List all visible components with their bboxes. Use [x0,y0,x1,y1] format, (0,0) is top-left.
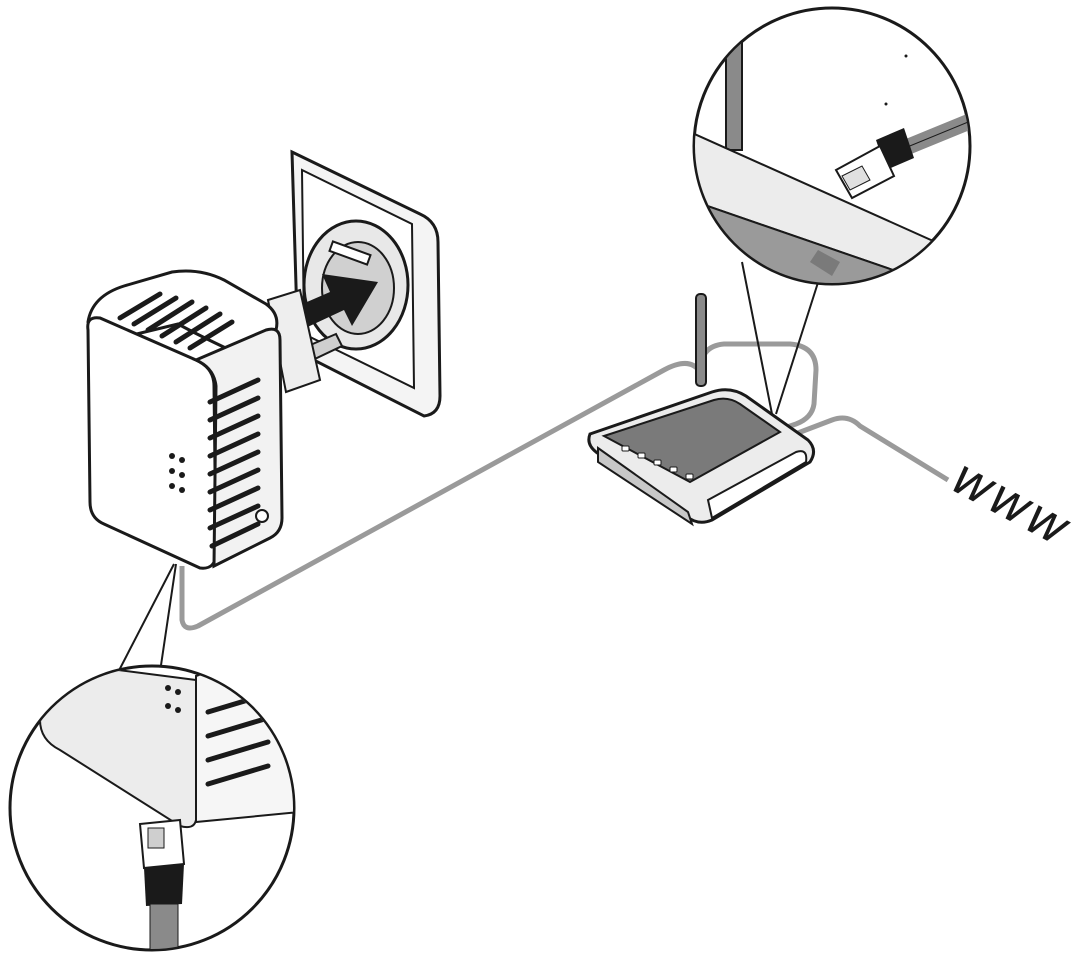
ethernet-cable-router-internet [697,341,950,483]
router-leds [621,445,694,480]
adapter-prongs [260,288,344,394]
ethernet-plug-icon [834,128,914,200]
adapter-leds [169,453,185,493]
reset-button-icon [255,509,269,523]
internet-label: www [942,447,1080,557]
ethernet-cable-adapter-router [179,361,703,631]
antenna-icon [695,293,707,387]
ethernet-plug-icon [138,818,186,906]
router [587,293,815,527]
powerline-adapter [86,269,284,570]
adapter-port-callout [8,563,296,952]
router-port-callout [692,6,972,415]
